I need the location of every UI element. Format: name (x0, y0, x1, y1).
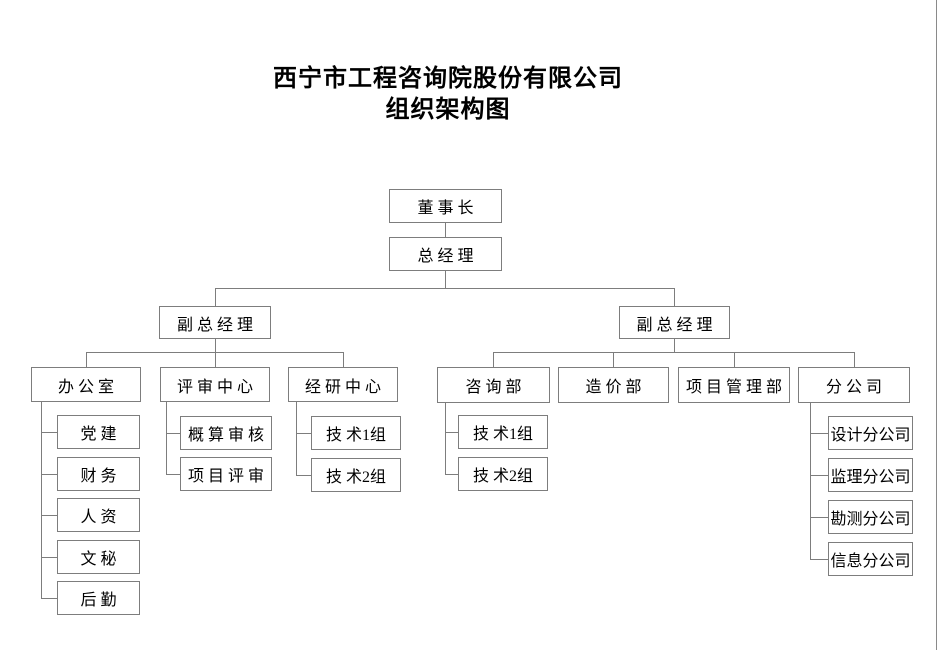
connector-line (493, 352, 494, 367)
org-node-office: 办 公 室 (31, 367, 141, 402)
connector-line (86, 352, 87, 367)
connector-line (41, 402, 42, 598)
connector-line (810, 433, 828, 434)
connector-line (445, 432, 458, 433)
org-node-review-center: 评 审 中 心 (160, 367, 270, 402)
org-node-supervision-branch: 监理分公司 (828, 458, 913, 492)
org-node-secretarial: 文 秘 (57, 540, 140, 574)
connector-line (674, 288, 675, 306)
org-node-res-tech-group-2: 技 术2组 (311, 458, 401, 492)
org-node-project-review: 项 目 评 审 (180, 457, 272, 491)
org-node-general-manager: 总 经 理 (389, 237, 502, 271)
org-node-survey-branch: 勘测分公司 (828, 500, 913, 534)
org-node-human-resources: 人 资 (57, 498, 140, 532)
connector-line (215, 339, 216, 352)
org-node-chairman: 董 事 长 (389, 189, 502, 223)
connector-line (166, 402, 167, 474)
org-node-research-center: 经 研 中 心 (288, 367, 398, 402)
connector-line (166, 433, 180, 434)
connector-line (810, 475, 828, 476)
chart-title-line1: 西宁市工程咨询院股份有限公司 (273, 66, 623, 92)
org-node-cost-dept: 造 价 部 (558, 367, 669, 403)
connector-line (734, 352, 735, 367)
connector-line (296, 433, 311, 434)
connector-line (166, 474, 180, 475)
connector-line (613, 352, 614, 367)
connector-line (854, 352, 855, 367)
org-node-cons-tech-group-1: 技 术1组 (458, 415, 548, 449)
org-node-info-branch: 信息分公司 (828, 542, 913, 576)
connector-line (41, 474, 57, 475)
connector-line (215, 288, 675, 289)
connector-line (493, 352, 855, 353)
connector-line (445, 403, 446, 474)
connector-line (41, 557, 57, 558)
org-node-budget-review: 概 算 审 核 (180, 416, 272, 450)
org-node-cons-tech-group-2: 技 术2组 (458, 457, 548, 491)
org-node-res-tech-group-1: 技 术1组 (311, 416, 401, 450)
page-right-border (936, 0, 937, 650)
connector-line (445, 271, 446, 288)
org-node-consulting-dept: 咨 询 部 (437, 367, 550, 403)
connector-line (296, 402, 297, 475)
chart-title: 西宁市工程咨询院股份有限公司 组织架构图 (258, 64, 638, 126)
connector-line (810, 559, 828, 560)
org-node-deputy-gm-right: 副 总 经 理 (619, 306, 730, 339)
org-node-branch-companies: 分 公 司 (798, 367, 910, 403)
connector-line (445, 223, 446, 237)
connector-line (41, 515, 57, 516)
org-node-logistics: 后 勤 (57, 581, 140, 615)
connector-line (810, 517, 828, 518)
org-node-party-building: 党 建 (57, 415, 140, 449)
org-node-design-branch: 设计分公司 (828, 416, 913, 450)
chart-title-line2: 组织架构图 (385, 97, 511, 123)
connector-line (41, 598, 57, 599)
connector-line (296, 475, 311, 476)
connector-line (674, 339, 675, 352)
connector-line (41, 432, 57, 433)
org-node-deputy-gm-left: 副 总 经 理 (159, 306, 271, 339)
org-node-project-mgmt-dept: 项 目 管 理 部 (678, 367, 790, 403)
connector-line (215, 288, 216, 306)
connector-line (215, 352, 216, 367)
connector-line (810, 403, 811, 559)
connector-line (343, 352, 344, 367)
org-node-finance: 财 务 (57, 457, 140, 491)
connector-line (445, 474, 458, 475)
